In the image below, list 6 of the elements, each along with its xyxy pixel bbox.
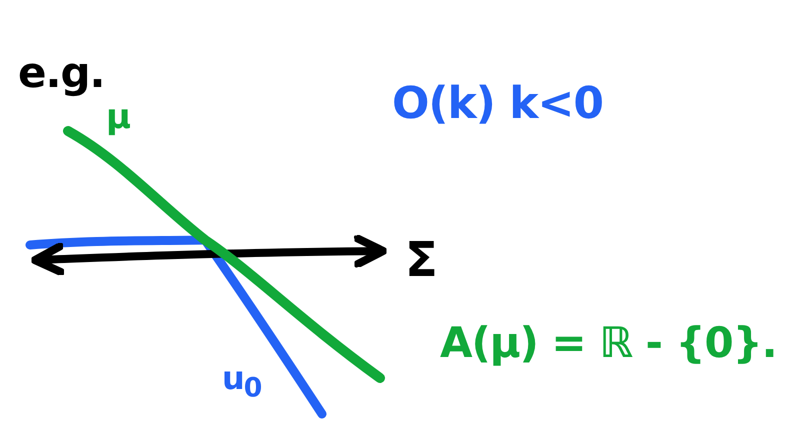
example-label: e.g.: [18, 52, 104, 94]
axis-label: Σ: [405, 236, 437, 284]
math-label: O(k) k<0: [392, 82, 603, 126]
curve-label: μ: [106, 100, 130, 134]
curve-label: u$_{0}$: [222, 362, 262, 402]
math-label: A(μ) = ℝ - {0}.: [440, 322, 777, 364]
